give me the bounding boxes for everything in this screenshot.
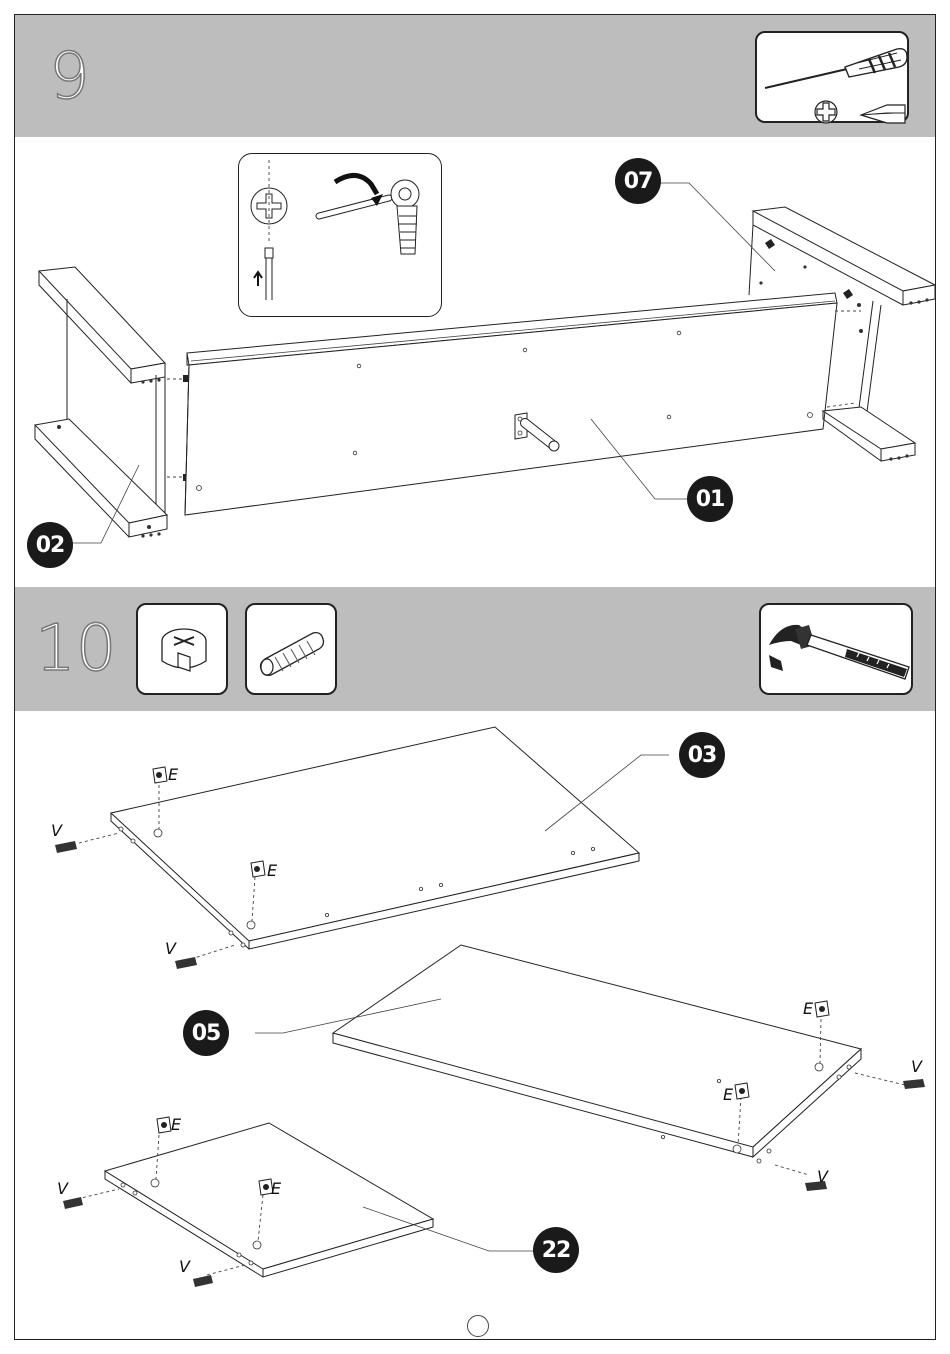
dowel-label: V — [179, 1257, 190, 1276]
dowel-label: V — [51, 821, 62, 840]
dowel-label: V — [57, 1179, 68, 1198]
part-callout-03: 03 — [679, 732, 725, 778]
dowel-label: V — [165, 939, 176, 958]
part-callout-22: 22 — [533, 1227, 579, 1273]
cam-label: E — [723, 1085, 733, 1104]
cam-label: E — [171, 1115, 181, 1134]
dowel-label: V — [817, 1167, 828, 1186]
page-number-circle — [467, 1315, 489, 1337]
step-10-drawing — [15, 15, 935, 1340]
cam-label: E — [267, 861, 277, 880]
cam-label: E — [271, 1179, 281, 1198]
cam-label: E — [803, 999, 813, 1018]
dowel-label: V — [911, 1057, 922, 1076]
part-callout-05: 05 — [183, 1010, 229, 1056]
instruction-page: 9 — [14, 14, 936, 1340]
cam-label: E — [168, 765, 178, 784]
